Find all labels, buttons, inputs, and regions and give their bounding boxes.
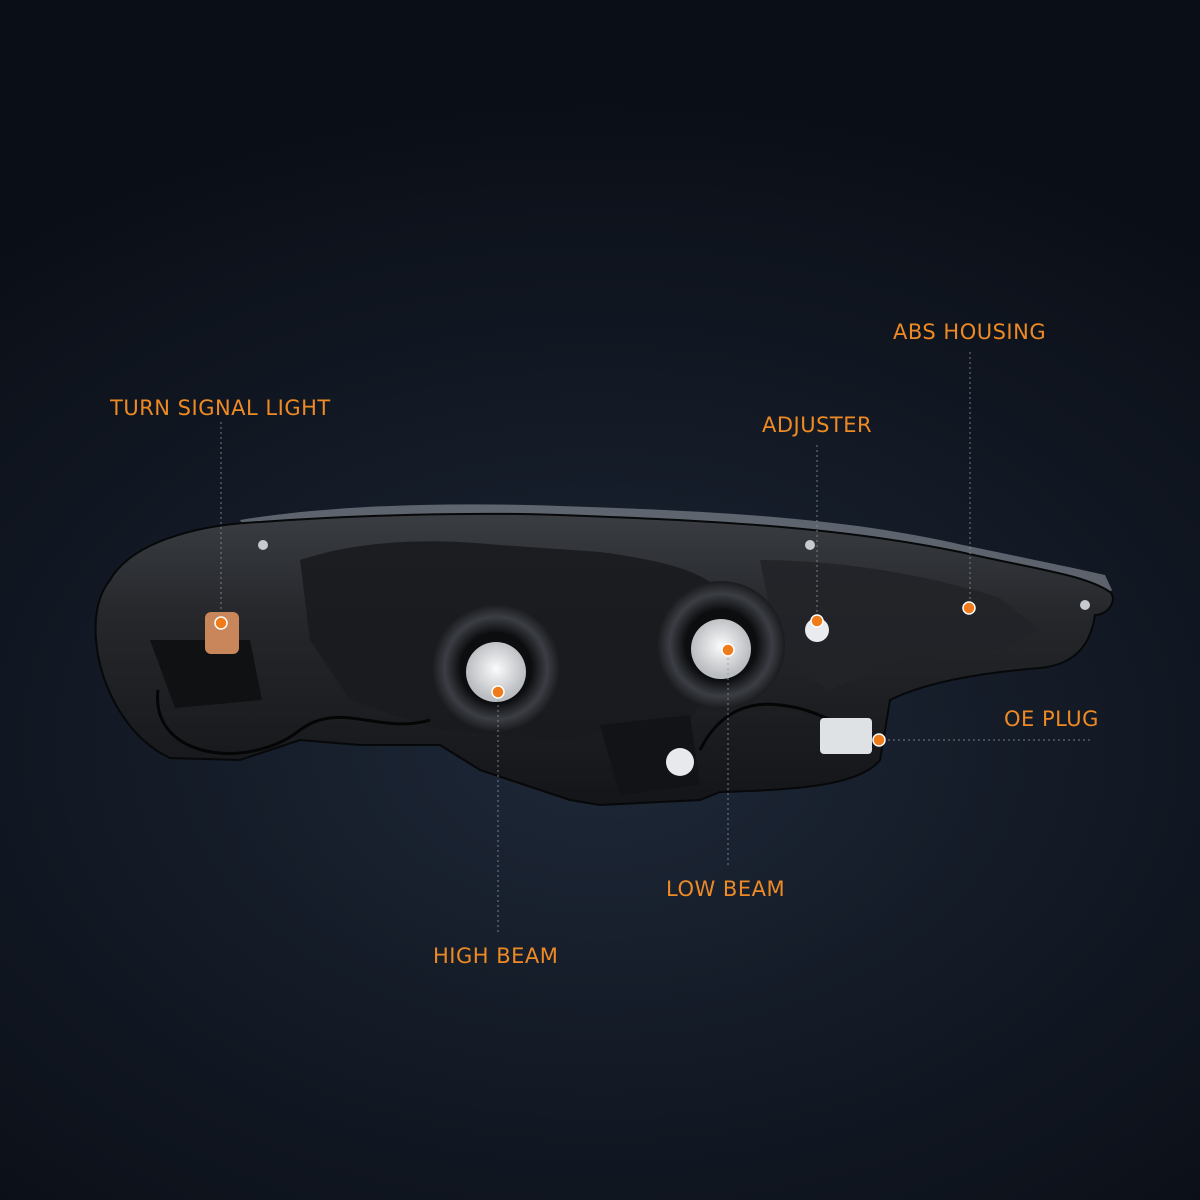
marker-oe-plug — [872, 733, 886, 747]
marker-abs-housing — [962, 601, 976, 615]
marker-low-beam — [721, 643, 735, 657]
label-high-beam: HIGH BEAM — [433, 944, 559, 968]
high-beam-port — [432, 604, 560, 732]
leader-lines — [220, 352, 1092, 932]
label-turn-signal-light: TURN SIGNAL LIGHT — [110, 396, 331, 420]
oe-plug-connector — [820, 718, 872, 754]
label-oe-plug: OE PLUG — [1004, 707, 1099, 731]
headlight-assembly — [94, 504, 1114, 807]
label-adjuster: ADJUSTER — [762, 413, 873, 437]
turn-signal-socket — [205, 612, 239, 654]
marker-high-beam — [491, 685, 505, 699]
label-abs-housing: ABS HOUSING — [893, 320, 1047, 344]
label-low-beam: LOW BEAM — [666, 877, 786, 901]
mount-bolts — [258, 540, 1090, 610]
marker-adjuster — [810, 614, 824, 628]
mount-bracket-left — [150, 640, 262, 708]
callout-markers — [214, 601, 976, 747]
low-beam-port — [657, 581, 785, 709]
marker-turn-signal-light — [214, 616, 228, 630]
lower-adjuster-knob — [666, 748, 694, 776]
